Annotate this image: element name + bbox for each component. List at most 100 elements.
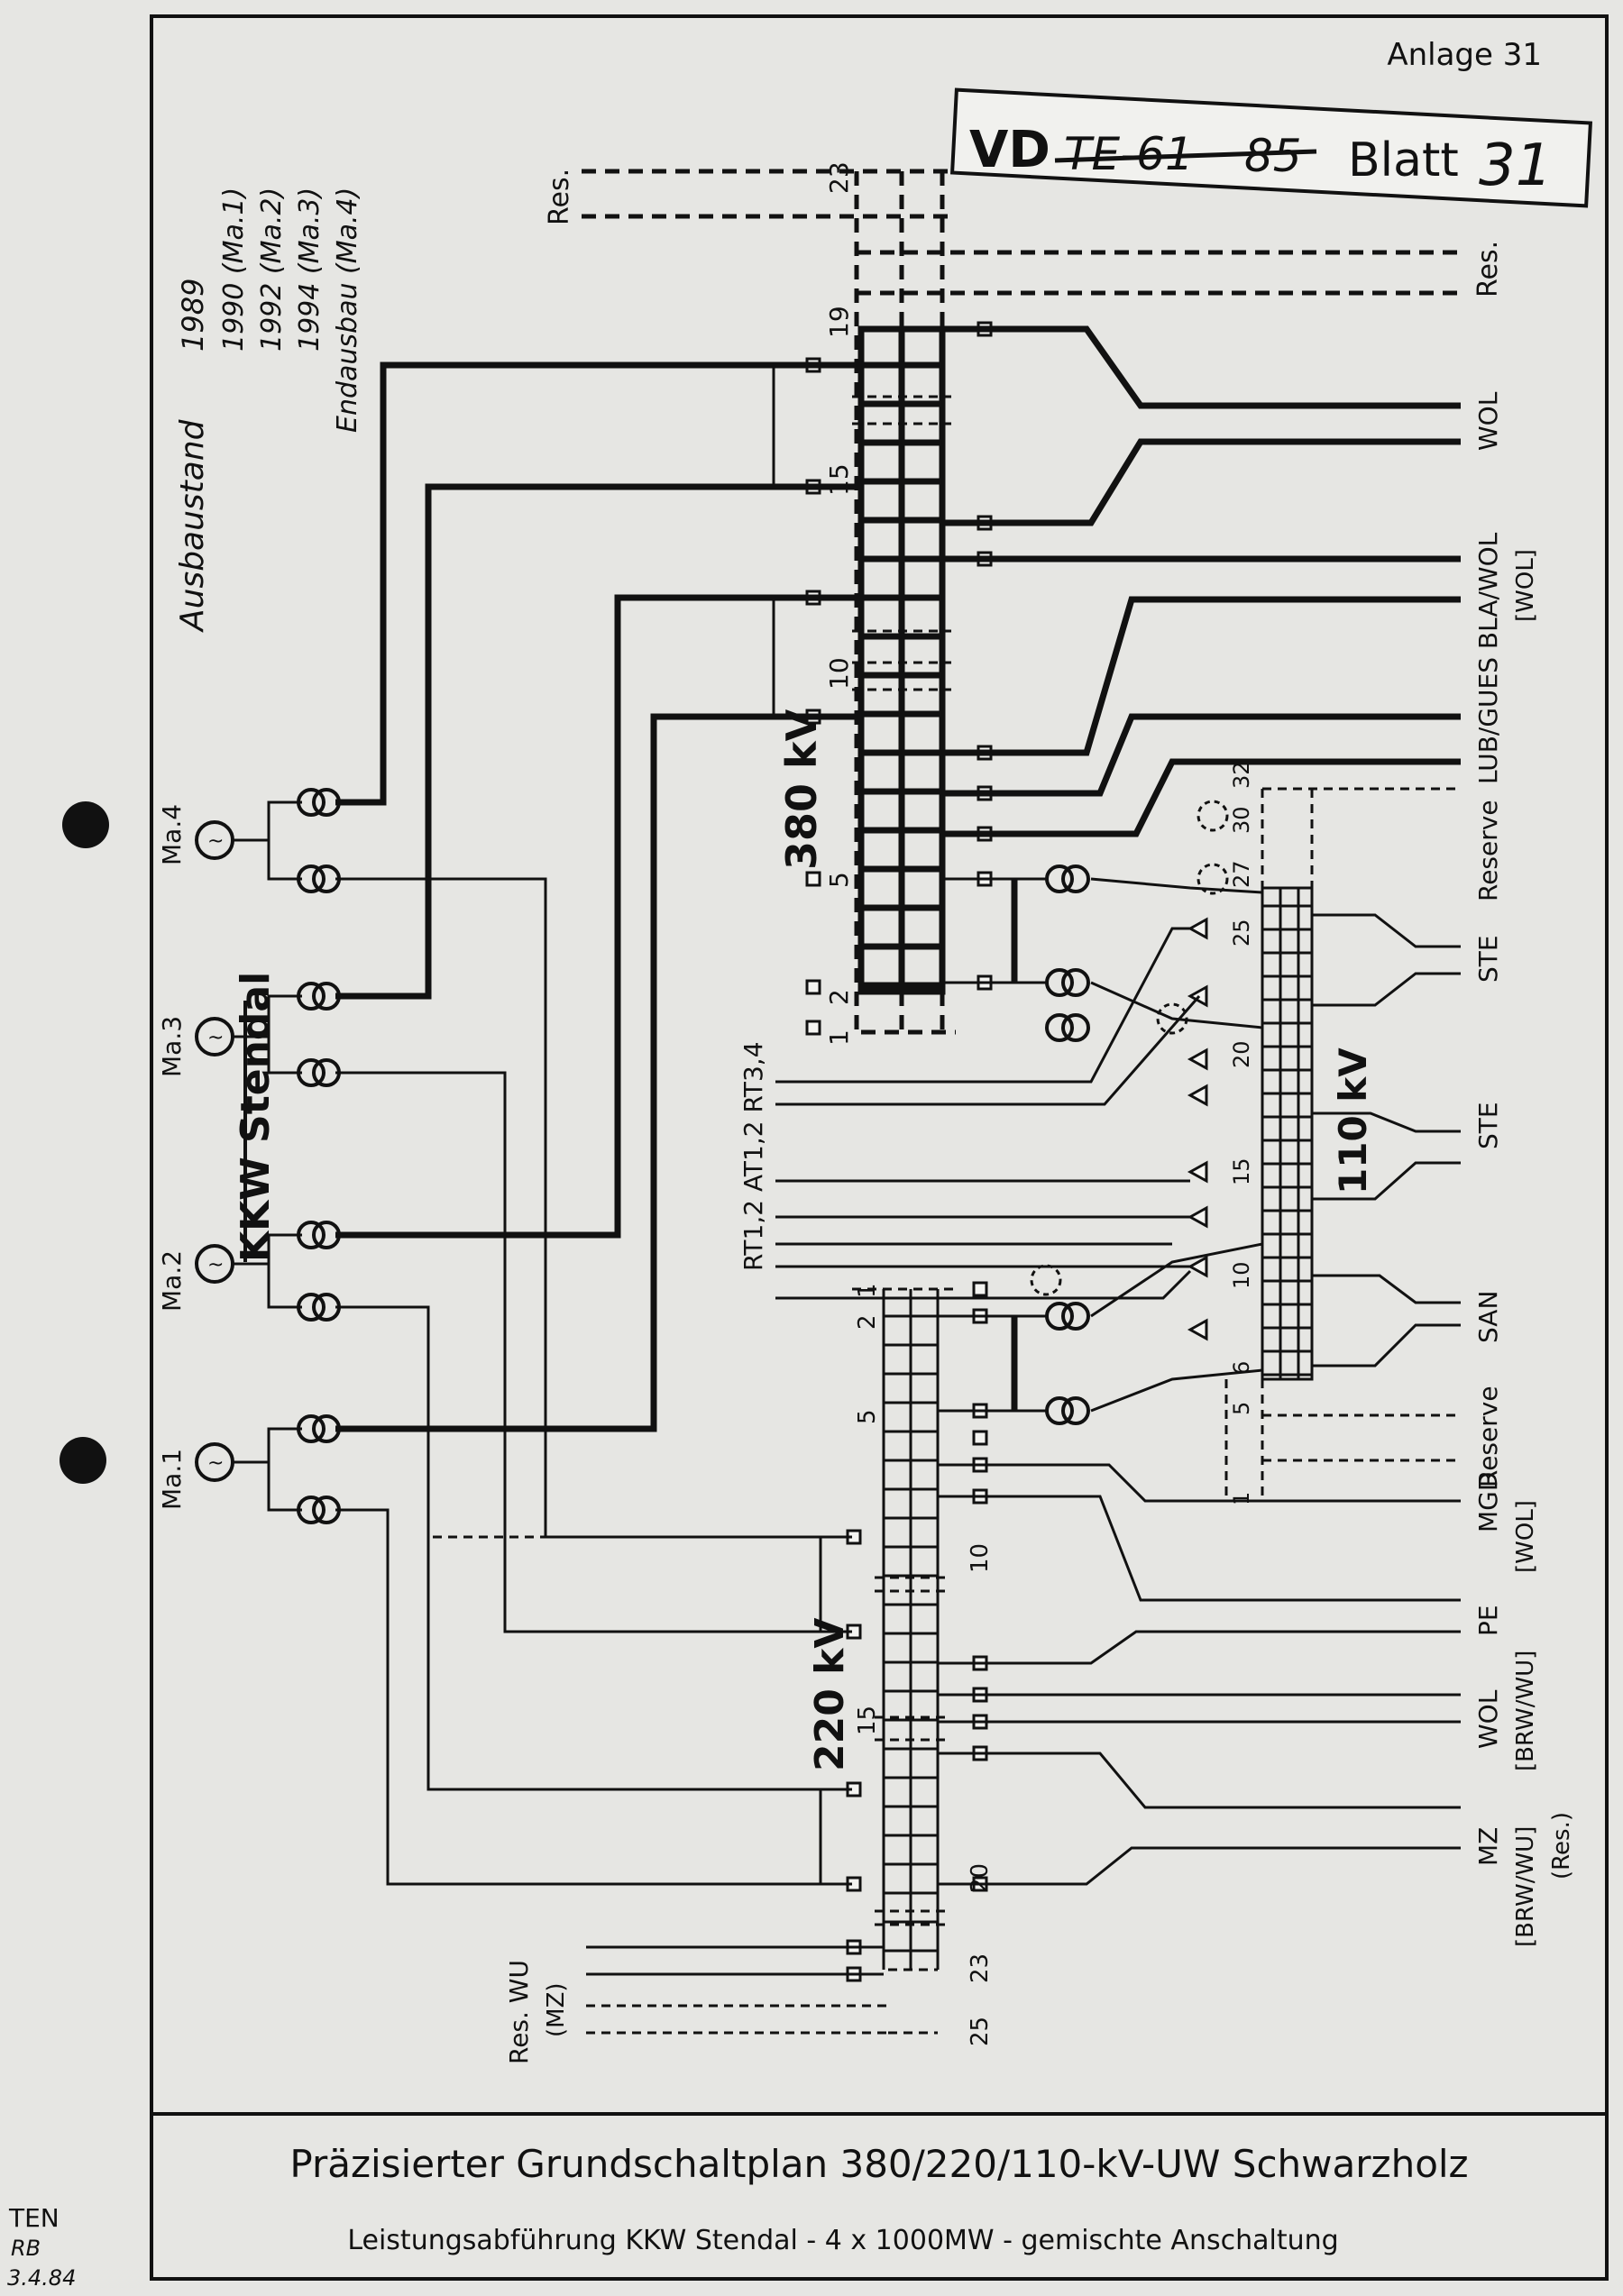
sheet-number: 31: [1479, 133, 1552, 199]
breaker-icon: [972, 1430, 988, 1446]
punch-hole: [62, 801, 109, 848]
busbar-110kv: [1224, 787, 1461, 1496]
transformer-labels: RT1,2 AT1,2 RT3,4: [738, 1041, 768, 1271]
sheet-label: Blatt: [1348, 133, 1459, 188]
svg-text:15: 15: [1229, 1157, 1254, 1185]
reserve-transformer-icon: [1197, 800, 1229, 832]
label-220kv: 220 kV: [807, 1618, 853, 1771]
line-label: STE: [1473, 935, 1503, 983]
breaker-icon: [805, 979, 821, 995]
svg-text:1990 (Ma.1): 1990 (Ma.1): [218, 188, 250, 352]
svg-text:Ma.3: Ma.3: [157, 1016, 187, 1077]
margin-note-ten: TEN: [8, 2203, 60, 2233]
svg-text:~: ~: [207, 1452, 224, 1475]
drawing-title: Präzisierter Grundschaltplan 380/220/110…: [289, 2142, 1468, 2186]
svg-text:10: 10: [824, 657, 854, 690]
margin-note-initials: RB: [11, 2236, 41, 2261]
transformer-icon: [297, 788, 326, 817]
line-label: PE: [1473, 1605, 1503, 1636]
label-380kv: 380 kV: [777, 709, 826, 870]
svg-text:(MZ): (MZ): [543, 1982, 570, 2037]
svg-text:19: 19: [824, 306, 854, 338]
svg-text:2: 2: [824, 989, 854, 1005]
transformer-icon: [297, 1058, 326, 1087]
transformer-icon: [1045, 1013, 1074, 1042]
label-110kv: 110 kV: [1331, 1047, 1375, 1194]
svg-text:1994 (Ma.3): 1994 (Ma.3): [294, 188, 326, 352]
transformer-icon: [297, 864, 326, 893]
line-label: MGD: [1473, 1472, 1503, 1532]
busbar-220kv: [852, 1287, 956, 2035]
svg-text:25: 25: [967, 2017, 994, 2046]
line-label: STE: [1473, 1102, 1503, 1149]
line-label: [WOL]: [1512, 1500, 1539, 1573]
transformer-icon: [297, 1221, 326, 1249]
arrow-icon: [1187, 1160, 1208, 1184]
line-label: WOL: [1473, 391, 1503, 451]
arrow-icon: [1187, 1084, 1208, 1107]
breaker-icon: [972, 1281, 988, 1297]
breaker-icon: [805, 1020, 821, 1036]
transformer-icon: [297, 982, 326, 1011]
svg-text:Ma.4: Ma.4: [157, 804, 187, 865]
svg-text:1: 1: [854, 1283, 881, 1298]
ausbau-title: Ausbaustand: [174, 418, 211, 633]
transformer-icon: [1045, 1396, 1074, 1425]
plant-name: KKW Stendal: [233, 972, 279, 1262]
svg-text:Res.: Res.: [544, 169, 575, 225]
svg-text:20: 20: [1229, 1040, 1254, 1068]
svg-text:30: 30: [1229, 806, 1254, 834]
svg-text:5: 5: [854, 1409, 881, 1424]
svg-text:1992 (Ma.2): 1992 (Ma.2): [256, 188, 288, 352]
transformer-icon: [297, 1293, 326, 1322]
drawing-frame: [150, 14, 1609, 2281]
reserve-transformer-icon: [1197, 863, 1229, 895]
svg-text:Ma.1: Ma.1: [157, 1449, 187, 1510]
svg-text:5: 5: [824, 872, 854, 888]
punch-hole: [60, 1437, 106, 1484]
line-label: [BRW/WU]: [1512, 1826, 1539, 1947]
svg-text:25: 25: [1229, 919, 1254, 947]
arrow-icon: [1187, 917, 1208, 940]
svg-text:32: 32: [1229, 761, 1254, 789]
res-wu-label: Res. WU: [504, 1960, 534, 2064]
doc-prefix: VD: [969, 121, 1050, 179]
line-label: WOL: [1473, 1689, 1503, 1749]
svg-text:10: 10: [967, 1543, 994, 1573]
svg-text:1: 1: [1229, 1492, 1254, 1505]
annex-label: Anlage 31: [1387, 37, 1542, 73]
svg-text:15: 15: [854, 1706, 881, 1735]
breaker-icon: [805, 871, 821, 887]
reserve-transformer-icon: [1156, 1002, 1188, 1035]
svg-text:10: 10: [1229, 1261, 1254, 1289]
line-label: MZ: [1473, 1827, 1503, 1866]
svg-text:15: 15: [824, 463, 854, 496]
svg-text:27: 27: [1229, 860, 1254, 888]
svg-text:1989: 1989: [176, 279, 210, 352]
arrow-icon: [1187, 1255, 1208, 1278]
transformer-icon: [297, 1414, 326, 1443]
svg-text:~: ~: [207, 830, 224, 853]
line-label: [BRW/WU]: [1512, 1651, 1539, 1771]
svg-text:Res.: Res.: [1472, 241, 1504, 297]
svg-text:23: 23: [824, 161, 854, 194]
svg-text:2: 2: [854, 1314, 881, 1330]
arrow-icon: [1187, 1318, 1208, 1341]
line-label: Reserve: [1473, 800, 1503, 901]
svg-text:~: ~: [207, 1254, 224, 1276]
line-label: [WOL]: [1512, 549, 1539, 622]
transformer-icon: [297, 1496, 326, 1524]
drawing-subtitle: Leistungsabführung KKW Stendal - 4 x 100…: [347, 2225, 1338, 2256]
arrow-icon: [1187, 1205, 1208, 1229]
transformer-icon: [1045, 968, 1074, 997]
margin-note-date: 3.4.84: [7, 2265, 76, 2291]
svg-text:Endausbau (Ma.4): Endausbau (Ma.4): [332, 188, 363, 433]
doc-code-struck: TE-61: [1064, 128, 1194, 180]
svg-text:20: 20: [967, 1863, 994, 1893]
line-label: SAN: [1473, 1291, 1503, 1343]
transformer-icon: [1045, 864, 1074, 893]
arrow-icon: [1187, 1047, 1208, 1071]
svg-text:1: 1: [824, 1029, 854, 1046]
line-label: LUB/GUES BLA/WOL: [1473, 532, 1503, 784]
